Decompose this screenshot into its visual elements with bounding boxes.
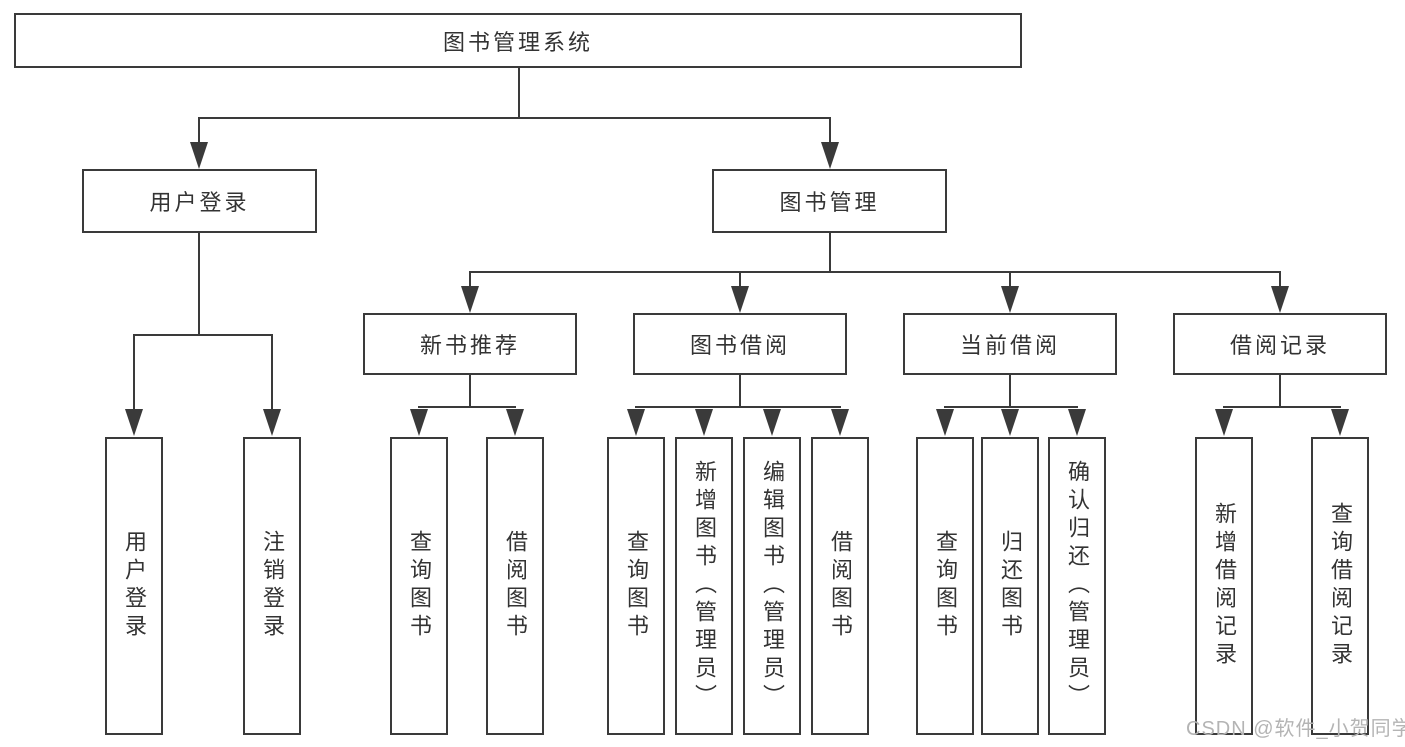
connector-vertical bbox=[271, 335, 273, 411]
node-leaf-edit-book-admin: 编辑图书（管理员） bbox=[743, 437, 801, 735]
connector-vertical bbox=[739, 272, 741, 288]
node-label: 当前借阅 bbox=[959, 333, 1060, 358]
node-label: 归还图书 bbox=[998, 530, 1023, 642]
connector-vertical bbox=[469, 375, 471, 407]
connector-horizontal bbox=[944, 406, 1078, 408]
node-leaf-confirm-return-admin: 确认归还（管理员） bbox=[1048, 437, 1106, 735]
arrow-down-icon bbox=[1001, 286, 1019, 313]
arrow-down-icon bbox=[263, 409, 281, 436]
arrow-down-icon bbox=[1331, 409, 1349, 436]
connector-horizontal bbox=[469, 271, 1281, 273]
node-leaf-borrow-books-bb: 借阅图书 bbox=[811, 437, 869, 735]
node-leaf-query-borrow-record: 查询借阅记录 bbox=[1311, 437, 1369, 735]
node-leaf-query-books-cb: 查询图书 bbox=[916, 437, 974, 735]
connector-horizontal bbox=[133, 334, 273, 336]
connector-vertical bbox=[133, 335, 135, 411]
node-book-management: 图书管理 bbox=[712, 169, 947, 233]
node-label: 图书管理 bbox=[779, 190, 880, 215]
arrow-down-icon bbox=[125, 409, 143, 436]
node-label: 借阅图书 bbox=[503, 530, 528, 642]
node-label: 新增借阅记录 bbox=[1212, 502, 1237, 670]
connector-vertical bbox=[518, 68, 520, 118]
node-leaf-add-book-admin: 新增图书（管理员） bbox=[675, 437, 733, 735]
node-label: 新书推荐 bbox=[419, 333, 520, 358]
arrow-down-icon bbox=[461, 286, 479, 313]
connector-vertical bbox=[1009, 375, 1011, 407]
node-label: 用户登录 bbox=[149, 190, 250, 215]
arrow-down-icon bbox=[1001, 409, 1019, 436]
arrow-down-icon bbox=[831, 409, 849, 436]
node-label: 用户登录 bbox=[122, 530, 147, 642]
node-current-borrowing: 当前借阅 bbox=[903, 313, 1117, 375]
arrow-down-icon bbox=[506, 409, 524, 436]
node-label: 编辑图书（管理员） bbox=[760, 460, 785, 712]
node-label: 图书管理系统 bbox=[442, 29, 593, 55]
connector-horizontal bbox=[198, 117, 831, 119]
watermark: CSDN @软件_小贺同学 bbox=[1186, 718, 1405, 740]
connector-vertical bbox=[198, 233, 200, 335]
node-leaf-query-books-nb: 查询图书 bbox=[390, 437, 448, 735]
arrow-down-icon bbox=[695, 409, 713, 436]
node-label: 确认归还（管理员） bbox=[1065, 460, 1090, 712]
arrow-down-icon bbox=[763, 409, 781, 436]
node-label: 查询图书 bbox=[624, 530, 649, 642]
node-label: 新增图书（管理员） bbox=[692, 460, 717, 712]
node-new-book-recommend: 新书推荐 bbox=[363, 313, 577, 375]
node-leaf-add-borrow-record: 新增借阅记录 bbox=[1195, 437, 1253, 735]
connector-vertical bbox=[198, 118, 200, 146]
arrow-down-icon bbox=[821, 142, 839, 169]
node-label: 注销登录 bbox=[260, 530, 285, 642]
node-user-login: 用户登录 bbox=[82, 169, 317, 233]
node-leaf-borrow-books-nb: 借阅图书 bbox=[486, 437, 544, 735]
node-label: 借阅记录 bbox=[1229, 333, 1330, 358]
arrow-down-icon bbox=[1271, 286, 1289, 313]
node-book-borrowing: 图书借阅 bbox=[633, 313, 847, 375]
connector-vertical bbox=[1279, 375, 1281, 407]
arrow-down-icon bbox=[410, 409, 428, 436]
arrow-down-icon bbox=[1068, 409, 1086, 436]
arrow-down-icon bbox=[731, 286, 749, 313]
connector-vertical bbox=[829, 233, 831, 272]
node-leaf-logout: 注销登录 bbox=[243, 437, 301, 735]
arrow-down-icon bbox=[190, 142, 208, 169]
node-borrowing-records: 借阅记录 bbox=[1173, 313, 1387, 375]
node-label: 查询图书 bbox=[933, 530, 958, 642]
node-library-management-system: 图书管理系统 bbox=[14, 13, 1022, 68]
node-leaf-user-login: 用户登录 bbox=[105, 437, 163, 735]
node-label: 查询图书 bbox=[407, 530, 432, 642]
connector-vertical bbox=[829, 118, 831, 146]
connector-horizontal bbox=[418, 406, 516, 408]
connector-vertical bbox=[469, 272, 471, 288]
arrow-down-icon bbox=[1215, 409, 1233, 436]
node-leaf-return-book: 归还图书 bbox=[981, 437, 1039, 735]
node-label: 查询借阅记录 bbox=[1328, 502, 1353, 670]
node-label: 图书借阅 bbox=[689, 333, 790, 358]
connector-vertical bbox=[1009, 272, 1011, 288]
connector-vertical bbox=[1279, 272, 1281, 288]
node-label: 借阅图书 bbox=[828, 530, 853, 642]
connector-horizontal bbox=[635, 406, 841, 408]
arrow-down-icon bbox=[936, 409, 954, 436]
arrow-down-icon bbox=[627, 409, 645, 436]
connector-horizontal bbox=[1223, 406, 1341, 408]
node-leaf-query-books-bb: 查询图书 bbox=[607, 437, 665, 735]
connector-vertical bbox=[739, 375, 741, 407]
